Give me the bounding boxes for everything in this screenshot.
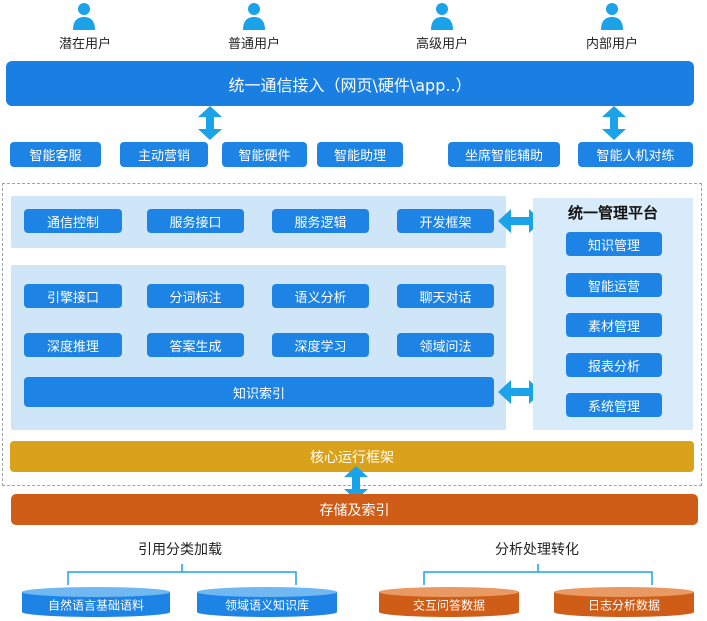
service-logic: 服务逻辑 [272,209,369,233]
storage-index-bar: 存储及索引 [11,494,698,525]
engine-deep-reasoning: 深度推理 [24,333,122,357]
mgmt-operations: 智能运营 [566,273,662,297]
service-interface: 服务接口 [147,209,244,233]
user-icon [243,3,265,30]
unified-access-bar: 统一通信接入（网页\硬件\app..） [6,61,694,106]
double-arrow-icon [344,466,368,500]
channel-active-marketing: 主动营销 [120,142,208,167]
channel-smart-service: 智能客服 [10,142,101,167]
double-arrow-icon [602,106,626,140]
engine-interface: 引擎接口 [24,284,122,308]
service-dev-framework: 开发框架 [397,209,494,233]
engine-deep-learning: 深度学习 [272,333,369,357]
user-label-potential: 潜在用户 [58,37,112,52]
engine-answer-generation: 答案生成 [147,333,244,357]
mgmt-materials: 素材管理 [566,313,662,337]
bracket-connector [423,564,653,585]
knowledge-index: 知识索引 [24,377,494,407]
engine-chat: 聊天对话 [397,284,494,308]
channel-human-machine-training: 智能人机对练 [578,142,693,167]
mgmt-knowledge: 知识管理 [566,232,662,256]
service-communication-control: 通信控制 [24,209,122,233]
right-group-title: 分析处理转化 [495,542,579,558]
database-icon [197,587,337,617]
database-icon [379,587,519,617]
user-icon [73,3,95,30]
engine-semantic-analysis: 语义分析 [272,284,369,308]
user-label-advanced: 高级用户 [415,37,469,52]
database-icon [22,587,170,617]
mgmt-system: 系统管理 [566,393,662,417]
double-arrow-icon [198,106,222,140]
db-interaction-qa: 交互问答数据 [412,598,486,613]
db-domain-knowledge: 领域语义知识库 [224,598,310,613]
management-title: 统一管理平台 [567,204,658,222]
user-label-internal: 内部用户 [585,37,639,52]
database-icon [554,587,694,617]
left-group-title: 引用分类加载 [138,542,222,558]
mgmt-reports: 报表分析 [566,353,662,377]
user-icon [431,3,453,30]
user-label-regular: 普通用户 [227,37,281,52]
engine-domain-questions: 领域问法 [397,333,494,357]
engine-tokenize: 分词标注 [147,284,244,308]
bracket-connector [67,564,297,585]
db-nlp-corpus: 自然语言基础语料 [47,598,145,613]
db-log-analysis: 日志分析数据 [587,598,661,613]
channel-smart-assistant: 智能助理 [317,142,403,167]
user-icon [601,3,623,30]
double-arrow-icon [498,209,542,233]
core-framework-bar: 核心运行框架 [10,441,694,472]
double-arrow-icon [498,380,542,404]
channel-smart-hardware: 智能硬件 [222,142,307,167]
channel-agent-assist: 坐席智能辅助 [448,142,560,167]
